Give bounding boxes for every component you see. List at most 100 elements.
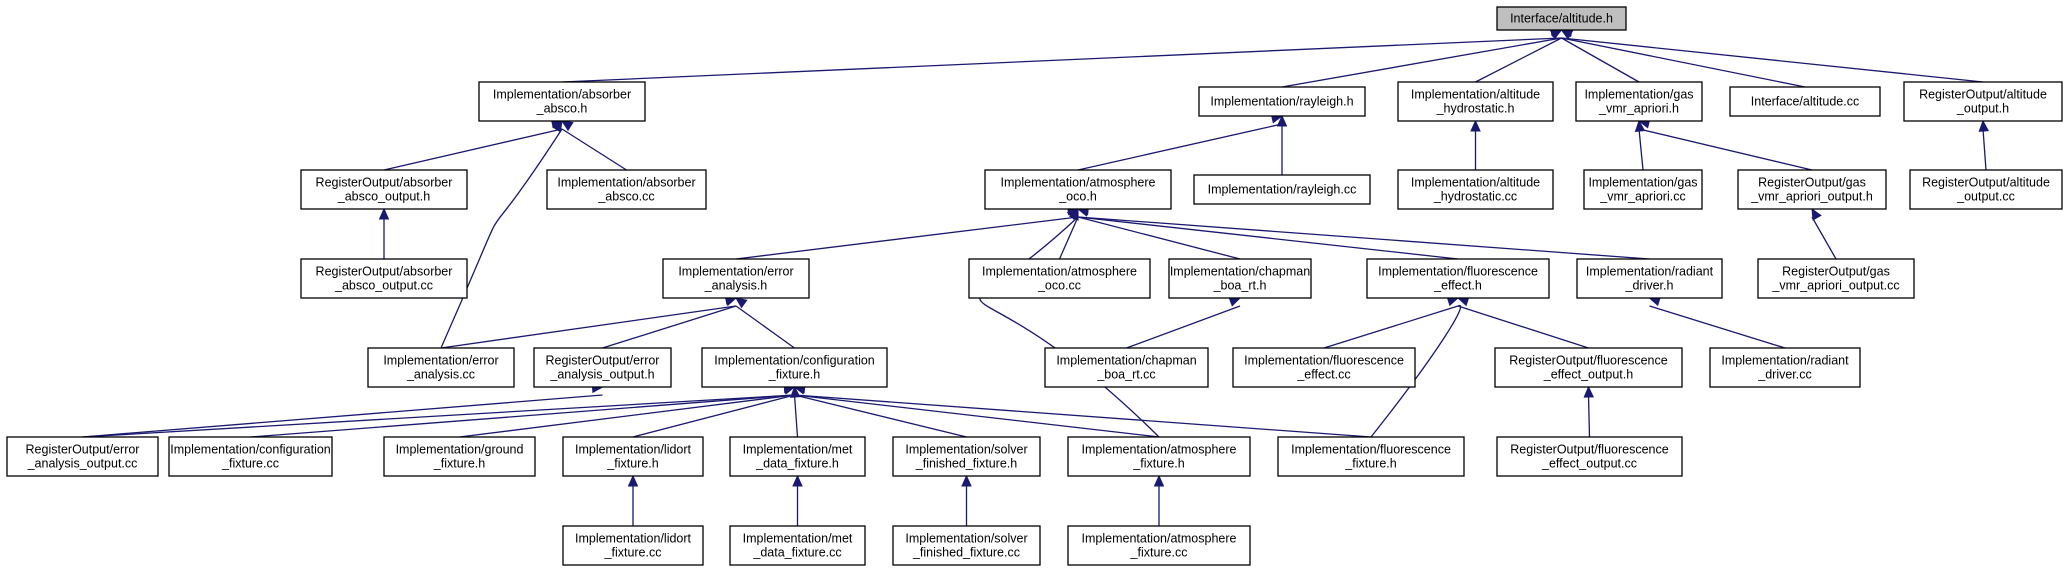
edge-line [793, 394, 799, 438]
edge-line [1561, 37, 1806, 88]
edge-radiant_cc-to-radiant_h [1648, 296, 1786, 349]
node-config-cc[interactable]: Implementation/configuration_fixture.cc [168, 436, 333, 477]
node-box [1494, 347, 1683, 388]
edge-line [1281, 37, 1562, 88]
node-box [1067, 436, 1251, 477]
node-fluor-h[interactable]: Implementation/fluorescence_effect.h [1366, 258, 1550, 299]
node-ro-err-out-cc[interactable]: RegisterOutput/error_analysis_output.cc [6, 436, 159, 477]
edge-line [979, 216, 1160, 438]
arrowhead-icon [1470, 119, 1481, 132]
node-label-line: Interface/altitude.cc [1751, 95, 1859, 109]
node-label-line: Implementation/radiant [1586, 265, 1714, 279]
edge-radiant_h-to-atm_oco_h [1076, 204, 1650, 260]
edge-config_h-to-err_h [735, 297, 795, 349]
node-label-line: _fixture.h [433, 457, 485, 471]
edge-line [1638, 128, 1644, 171]
node-ro-fluor-out-h[interactable]: RegisterOutput/fluorescence_effect_outpu… [1494, 347, 1683, 388]
arrowhead-icon [1978, 119, 1990, 132]
node-alt-hydro-h[interactable]: Implementation/altitude_hydrostatic.h [1397, 81, 1554, 122]
edge-gas_vmr_cc-to-gas_vmr_h [1634, 119, 1646, 171]
edge-line [1982, 128, 1987, 171]
node-lidort-h[interactable]: Implementation/lidort_fixture.h [562, 436, 704, 477]
node-box [1496, 436, 1683, 477]
node-lidort-cc[interactable]: Implementation/lidort_fixture.cc [562, 525, 704, 566]
node-ro-absco-out-h[interactable]: RegisterOutput/absorber_absco_output.h [300, 169, 468, 210]
node-box [701, 347, 888, 388]
node-label-line: _absco.cc [597, 190, 654, 204]
node-chapman-h[interactable]: Implementation/chapman_boa_rt.h [1168, 258, 1312, 299]
node-gas-vmr-cc[interactable]: Implementation/gas_vmr_apriori.cc [1583, 169, 1703, 210]
node-box [300, 258, 468, 299]
node-radiant-cc[interactable]: Implementation/radiant_driver.cc [1709, 347, 1861, 388]
node-label-line: Implementation/gas [1588, 176, 1697, 190]
edge-line [1077, 216, 1459, 260]
node-ro-alt-out-h[interactable]: RegisterOutput/altitude_output.h [1903, 81, 2063, 122]
edge-ro_gas_vmr_out_cc-to-ro_gas_vmr_out_h [1811, 207, 1837, 260]
node-label-line: _boa_rt.cc [1096, 368, 1155, 382]
node-label-line: _fixture.cc [604, 546, 662, 560]
edge-chapman_cc-to-chapman_h [1126, 296, 1242, 349]
node-rayleigh-cc[interactable]: Implementation/rayleigh.cc [1193, 174, 1371, 205]
edge-line [794, 394, 1160, 438]
node-solver-cc[interactable]: Implementation/solver_finished_fixture.c… [892, 525, 1041, 566]
node-ro-alt-out-cc[interactable]: RegisterOutput/altitude_output.cc [1909, 169, 2063, 210]
node-err-h[interactable]: Implementation/error_analysis.h [662, 258, 810, 299]
node-label-line: Implementation/atmosphere [982, 265, 1137, 279]
edge-alt_hydro_cc-to-alt_hydro_h [1470, 119, 1481, 170]
node-label-line: _analysis_output.cc [27, 457, 138, 471]
node-chapman-cc[interactable]: Implementation/chapman_boa_rt.cc [1044, 347, 1209, 388]
node-ro-gas-vmr-out-cc[interactable]: RegisterOutput/gas_vmr_apriori_output.cc [1757, 258, 1915, 299]
node-ground-h[interactable]: Implementation/ground_fixture.h [383, 436, 536, 477]
edge-atm_fix_cc-to-atm_fix_h [1153, 474, 1165, 526]
node-met-cc[interactable]: Implementation/met_data_fixture.cc [729, 525, 866, 566]
node-solver-h[interactable]: Implementation/solver_finished_fixture.h [892, 436, 1041, 477]
node-ro-gas-vmr-out-h[interactable]: RegisterOutput/gas_vmr_apriori_output.h [1737, 169, 1887, 210]
node-fluor-fix-h[interactable]: Implementation/fluorescence_fixture.h [1277, 436, 1465, 477]
node-config-h[interactable]: Implementation/configuration_fixture.h [701, 347, 888, 388]
edge-rayleigh_cc-to-rayleigh_h [1276, 114, 1288, 175]
node-err-cc[interactable]: Implementation/error_analysis.cc [367, 347, 515, 388]
node-altitude-cc[interactable]: Interface/altitude.cc [1729, 86, 1881, 117]
node-met-h[interactable]: Implementation/met_data_fixture.h [729, 436, 866, 477]
node-radiant-h[interactable]: Implementation/radiant_driver.h [1576, 258, 1723, 299]
arrowhead-icon [1276, 114, 1288, 127]
node-gas-vmr-h[interactable]: Implementation/gas_vmr_apriori.h [1575, 81, 1703, 122]
arrowhead-icon [1549, 29, 1563, 40]
node-label-line: _effect_output.cc [1541, 457, 1637, 471]
node-atm-fix-h[interactable]: Implementation/atmosphere_fixture.h [1067, 436, 1251, 477]
node-label-line: _effect.h [1433, 279, 1482, 293]
node-box [6, 436, 159, 477]
node-box [1729, 86, 1881, 117]
node-label-line: _fixture.h [606, 457, 658, 471]
node-label-line: Implementation/absorber [493, 88, 631, 102]
node-label-line: _driver.cc [1757, 368, 1812, 382]
edge-ro_fluor_out_cc-to-ro_fluor_out_h [1583, 385, 1595, 438]
node-label-line: Implementation/fluorescence [1244, 354, 1404, 368]
node-ro-fluor-out-cc[interactable]: RegisterOutput/fluorescence_effect_outpu… [1496, 436, 1683, 477]
node-fluor-cc[interactable]: Implementation/fluorescence_effect.cc [1232, 347, 1416, 388]
node-altitude-h[interactable]: Interface/altitude.h [1496, 6, 1627, 31]
edge-line [1475, 37, 1562, 83]
node-box [1168, 258, 1312, 299]
node-ro-absco-out-cc[interactable]: RegisterOutput/absorber_absco_output.cc [300, 258, 468, 299]
arrowhead-icon [1583, 385, 1595, 398]
node-absco-h[interactable]: Implementation/absorber_absco.h [478, 81, 646, 122]
node-label-line: _fixture.h [768, 368, 820, 382]
edge-line [735, 216, 1079, 260]
edge-ro_alt_out_cc-to-ro_alt_out_h [1978, 119, 1990, 171]
node-label-line: RegisterOutput/absorber [316, 265, 453, 279]
node-box [1583, 169, 1703, 210]
arrowhead-icon [792, 474, 803, 487]
node-label-line: _output.h [1956, 102, 2009, 116]
node-label-line: _analysis.cc [406, 368, 475, 382]
node-atm-oco-cc[interactable]: Implementation/atmosphere_oco.cc [968, 258, 1151, 299]
node-absco-cc[interactable]: Implementation/absorber_absco.cc [546, 169, 707, 210]
node-atm-oco-h[interactable]: Implementation/atmosphere_oco.h [984, 169, 1172, 210]
node-label-line: Implementation/fluorescence [1291, 443, 1451, 457]
node-atm-fix-cc[interactable]: Implementation/atmosphere_fixture.cc [1067, 525, 1251, 566]
node-alt-hydro-cc[interactable]: Implementation/altitude_hydrostatic.cc [1397, 169, 1554, 210]
node-rayleigh-h[interactable]: Implementation/rayleigh.h [1198, 86, 1366, 117]
node-label-line: _vmr_apriori.cc [1599, 190, 1685, 204]
node-ro-err-out-h[interactable]: RegisterOutput/error_analysis_output.h [533, 347, 672, 388]
node-label-line: RegisterOutput/error [546, 354, 660, 368]
